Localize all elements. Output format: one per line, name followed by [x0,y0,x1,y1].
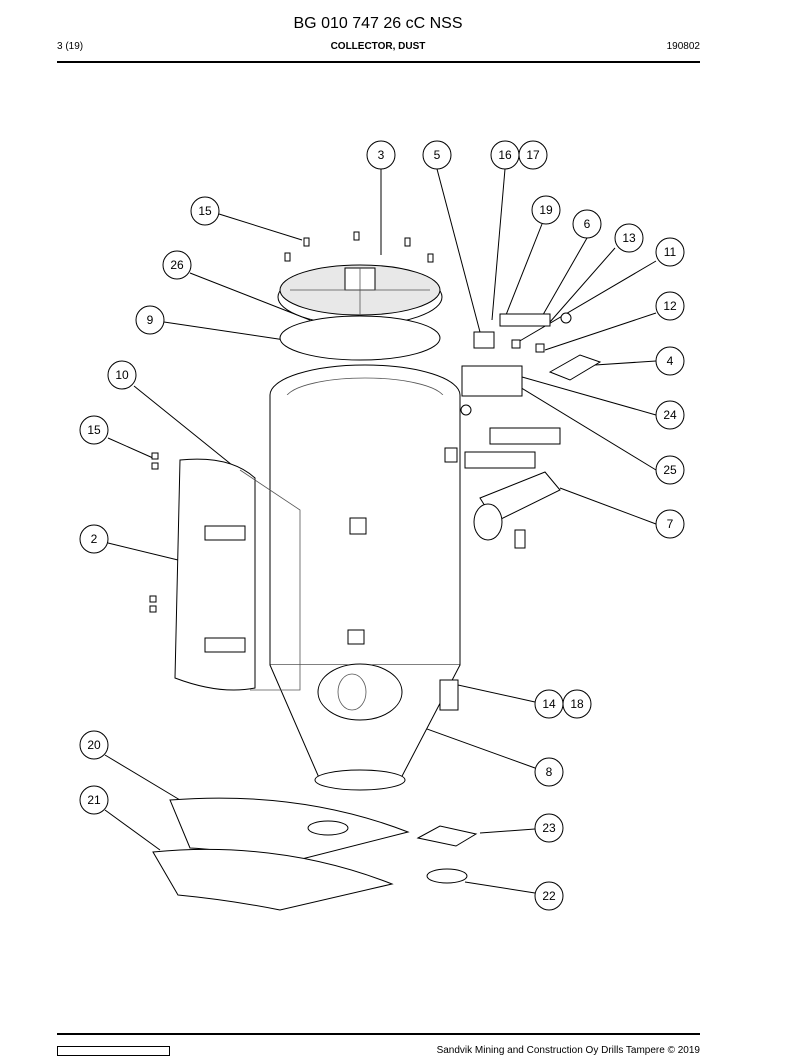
callout-12: 12 [655,291,685,321]
callout-label: 14 [542,697,556,711]
callout-11: 11 [655,237,685,267]
callout-label: 13 [622,231,636,245]
callout-8: 8 [534,757,564,787]
callout-26: 26 [162,250,192,280]
callout-label: 16 [498,148,512,162]
header-rule [57,61,700,63]
callout-9: 9 [135,305,165,335]
callout-label: 21 [87,793,101,807]
callout-label: 15 [198,204,212,218]
gasket-ring [279,315,441,361]
filter-cover [277,264,443,326]
callout-19: 19 [531,195,561,225]
callout-group: 3 5 16 17 15 19 6 13 11 26 12 9 4 10 24 15 25 7 2 14 18 20 8 21… [79,140,685,911]
filter-sheets [152,797,410,911]
callout-15: 15 [79,415,109,445]
callout-label: 12 [663,299,677,313]
document-title: BG 010 747 26 cC NSS [293,15,463,32]
callout-label: 7 [667,517,674,531]
bracket-and-fittings [460,312,602,416]
callout-label: 20 [87,738,101,752]
callout-25: 25 [655,455,685,485]
callout-24: 24 [655,400,685,430]
callout-label: 8 [546,765,553,779]
callout-label: 22 [542,889,556,903]
callout-label: 26 [170,258,184,272]
screws-top [284,231,434,263]
callout-23: 23 [534,813,564,843]
callout-20: 20 [79,730,109,760]
callout-label: 17 [526,148,540,162]
callout-label: 25 [663,463,677,477]
callout-5: 5 [422,140,452,170]
callout-2: 2 [79,524,109,554]
callout-label: 5 [434,148,441,162]
callout-17: 17 [518,140,548,170]
door-panel [149,452,301,691]
callout-label: 2 [91,532,98,546]
callout-10: 10 [107,360,137,390]
callout-label: 11 [664,245,677,259]
company-logo [57,1046,170,1056]
callout-13: 13 [614,223,644,253]
footer-copyright: Sandvik Mining and Construction Oy Drill… [436,1045,700,1056]
callout-label: 9 [147,313,154,327]
callout-14: 14 [534,689,564,719]
callout-label: 15 [87,423,101,437]
valve-assembly [464,427,561,549]
callout-21: 21 [79,785,109,815]
callout-label: 10 [115,368,129,382]
callout-22: 22 [534,881,564,911]
callout-label: 3 [378,148,385,162]
callout-6: 6 [572,209,602,239]
callout-16: 16 [490,140,520,170]
callout-7: 7 [655,509,685,539]
callout-label: 18 [570,697,584,711]
pad [416,825,478,847]
callout-label: 23 [542,821,556,835]
callout-18: 18 [562,689,592,719]
callout-4: 4 [655,346,685,376]
disc [426,868,468,884]
page-number: 3 (19) [57,41,84,52]
collector-body [269,364,461,791]
callout-label: 19 [539,203,553,217]
callout-3: 3 [366,140,396,170]
callout-label: 6 [584,217,591,231]
callout-15: 15 [190,196,220,226]
footer-rule [57,1033,700,1035]
document-code: 190802 [666,41,700,52]
section-title: COLLECTOR, DUST [330,41,426,52]
callout-label: 4 [667,354,674,368]
callout-label: 24 [663,408,677,422]
